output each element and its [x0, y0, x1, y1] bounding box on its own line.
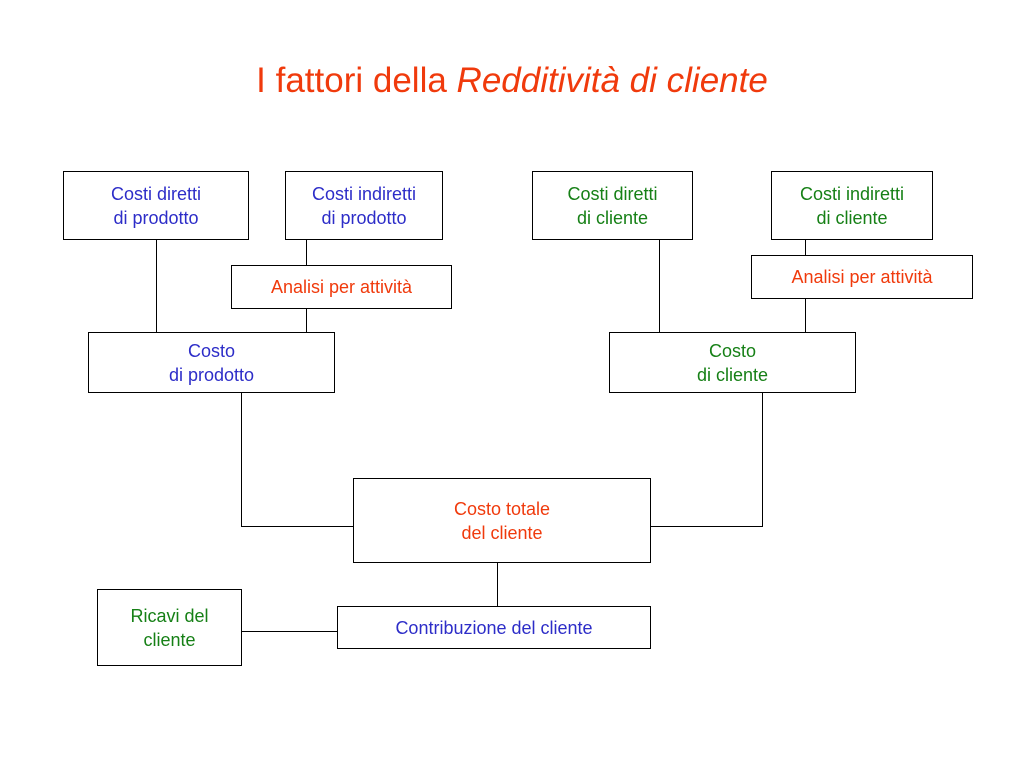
costi-diretti-prodotto-box: Costi diretti di prodotto [63, 171, 249, 240]
costo-prodotto-box: Costo di prodotto [88, 332, 335, 393]
connector-line [306, 240, 307, 265]
connector-line [805, 299, 806, 332]
costi-indiretti-cliente-box: Costi indiretti di cliente [771, 171, 933, 240]
connector-line [306, 309, 307, 332]
analisi-attivita-cliente-box: Analisi per attività [751, 255, 973, 299]
title-plain: I fattori della [256, 61, 447, 100]
box-line: di cliente [576, 207, 649, 228]
box-line: Ricavi del [130, 605, 209, 626]
box-line: Costi indiretti [799, 183, 905, 204]
box-line: Costo [187, 340, 236, 361]
box-line: di prodotto [321, 207, 407, 228]
box-line: cliente [143, 629, 196, 650]
box-line: Analisi per attività [791, 267, 933, 287]
ricavi-box: Ricavi del cliente [97, 589, 242, 666]
connector-line [497, 563, 498, 606]
box-line: del cliente [461, 522, 543, 543]
connector-line [242, 631, 337, 632]
box-line: Costi diretti [110, 183, 202, 204]
costi-diretti-cliente-box: Costi diretti di cliente [532, 171, 693, 240]
connector-line [651, 526, 763, 527]
box-line: di prodotto [113, 207, 199, 228]
box-line: di prodotto [168, 364, 255, 385]
box-line: Costo [708, 340, 757, 361]
box-line: di cliente [696, 364, 769, 385]
box-line: di cliente [816, 207, 888, 228]
connector-line [241, 526, 353, 527]
page-title: I fattori della Redditività di cliente [0, 58, 1024, 104]
title-italic: Redditività di cliente [456, 61, 768, 100]
connector-line [805, 240, 806, 255]
costo-cliente-box: Costo di cliente [609, 332, 856, 393]
box-line: Costi indiretti [311, 183, 417, 204]
connector-line [659, 240, 660, 332]
box-line: Costo totale [453, 498, 551, 519]
connector-line [156, 240, 157, 332]
connector-line [241, 393, 242, 527]
costo-totale-box: Costo totale del cliente [353, 478, 651, 563]
box-line: Contribuzione del cliente [395, 617, 593, 638]
contribuzione-box: Contribuzione del cliente [337, 606, 651, 649]
analisi-attivita-prodotto-box: Analisi per attività [231, 265, 452, 309]
connector-line [762, 393, 763, 527]
box-line: Analisi per attività [270, 277, 413, 297]
box-line: Costi diretti [567, 183, 658, 204]
costi-indiretti-prodotto-box: Costi indiretti di prodotto [285, 171, 443, 240]
